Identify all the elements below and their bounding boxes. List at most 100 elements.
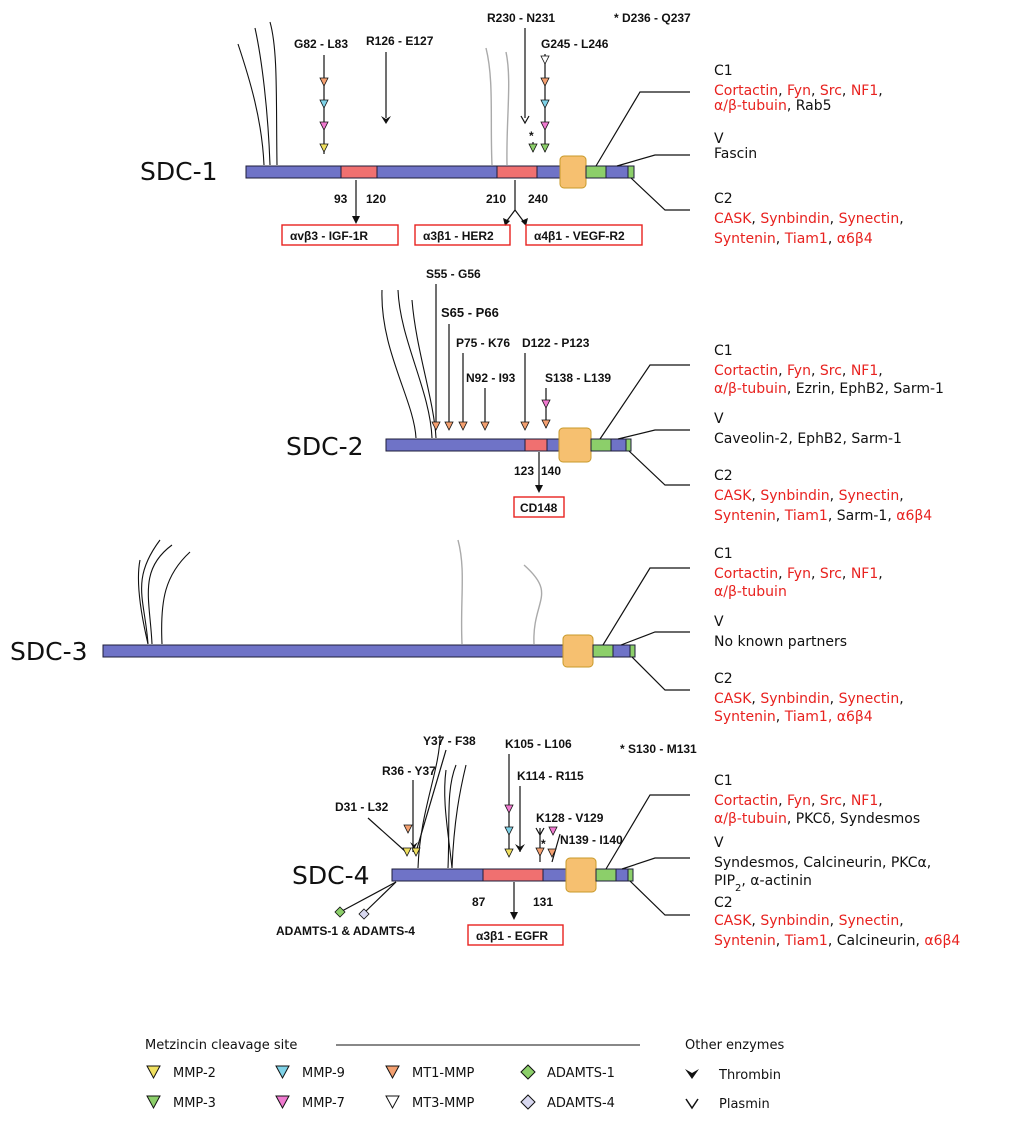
partner-name: , bbox=[751, 211, 760, 227]
partner-line: α/β-tubuin, Ezrin, EphB2, Sarm-1 bbox=[714, 381, 944, 397]
gag-chain bbox=[486, 48, 492, 165]
mt1-mmp-marker bbox=[320, 78, 328, 86]
partner-name: NF1 bbox=[851, 793, 878, 809]
c2-connector bbox=[632, 657, 690, 690]
mmp-7-legend-icon bbox=[276, 1096, 289, 1108]
partner-name: , bbox=[842, 363, 851, 379]
partner-name: CASK bbox=[714, 211, 752, 227]
partner-line: Caveolin-2, EphB2, Sarm-1 bbox=[714, 431, 902, 447]
legend-title-other: Other enzymes bbox=[685, 1038, 784, 1053]
partner-name: Fyn bbox=[787, 566, 811, 582]
partner-name: , bbox=[830, 691, 839, 707]
partner-name: Syntenin bbox=[714, 508, 776, 524]
legend-label: ADAMTS-1 bbox=[547, 1066, 615, 1081]
cleavage-site-label: N139 - I140 bbox=[560, 833, 623, 847]
c1-domain-label: C1 bbox=[714, 773, 733, 789]
partner-name: , bbox=[811, 566, 820, 582]
partner-name: Cortactin bbox=[714, 566, 778, 582]
residue-number: 93 bbox=[334, 192, 348, 206]
gag-chain bbox=[238, 44, 264, 165]
partner-name: , PKCδ, Syndesmos bbox=[787, 811, 920, 827]
cleavage-site-label: Y37 - F38 bbox=[423, 734, 476, 748]
arrow-head bbox=[352, 216, 360, 224]
partner-line: CASK, Synbindin, Synectin, bbox=[714, 691, 904, 707]
partner-name: CASK bbox=[714, 488, 752, 504]
c1-domain-label: C1 bbox=[714, 63, 733, 79]
partner-name: , bbox=[811, 83, 820, 99]
mmp-7-marker bbox=[541, 122, 549, 130]
c2-connector bbox=[630, 881, 690, 915]
v-domain-sdc1 bbox=[606, 166, 628, 178]
v-connector bbox=[617, 155, 690, 166]
partner-line: CASK, Synbindin, Synectin, bbox=[714, 211, 904, 227]
v-domain-label: V bbox=[714, 835, 724, 851]
mmp-9-marker bbox=[320, 100, 328, 108]
partner-name: Cortactin bbox=[714, 83, 778, 99]
partner-name: , Rab5 bbox=[787, 98, 832, 114]
partner-line: Syntenin, Tiam1, α6β4 bbox=[714, 231, 873, 247]
binding-region-sdc1-b bbox=[497, 166, 537, 178]
mmp-2-marker bbox=[320, 144, 328, 152]
shedding-arrow bbox=[506, 180, 515, 222]
partner-name: Synbindin bbox=[760, 488, 829, 504]
partner-lists: C1Cortactin, Fyn, Src, NF1,α/β-tubuin, R… bbox=[714, 63, 960, 949]
binding-region-sdc2 bbox=[525, 439, 547, 451]
mt1-mmp-marker bbox=[404, 825, 412, 833]
cleavage-site-label: G82 - L83 bbox=[294, 37, 348, 51]
residue-number: 123 bbox=[514, 464, 534, 478]
partner-name: Syntenin bbox=[714, 231, 776, 247]
partner-name: , bbox=[811, 793, 820, 809]
cleavage-site-label: D31 - L32 bbox=[335, 800, 389, 814]
transmembrane-sdc3 bbox=[563, 635, 593, 667]
gag-chain bbox=[162, 552, 190, 644]
partner-name: Synbindin bbox=[760, 211, 829, 227]
protein-name-sdc2: SDC-2 bbox=[286, 432, 364, 461]
receptor-label: CD148 bbox=[520, 501, 558, 515]
transmembrane-sdc1 bbox=[560, 156, 586, 188]
partner-name: α6β4 bbox=[837, 231, 873, 247]
partner-name: α/β-tubuin bbox=[714, 98, 787, 114]
c2-domain-sdc2 bbox=[626, 439, 631, 451]
partner-name: CASK bbox=[714, 913, 752, 929]
residue-number: 87 bbox=[472, 895, 486, 909]
partner-name: , Sarm-1, bbox=[828, 508, 896, 524]
gag-chain bbox=[458, 540, 462, 644]
cleavage-site-label: S65 - P66 bbox=[441, 305, 499, 320]
mmp-9-marker bbox=[541, 100, 549, 108]
partner-name: , bbox=[751, 913, 760, 929]
partner-name: Tiam1 bbox=[784, 508, 828, 524]
cleavage-site-label: S55 - G56 bbox=[426, 267, 481, 281]
mmp-9-marker bbox=[505, 827, 513, 835]
cleavage-site-label: G245 - L246 bbox=[541, 37, 609, 51]
partner-name: , bbox=[776, 709, 785, 725]
partner-name: Tiam1 bbox=[784, 231, 828, 247]
mmp-3-marker bbox=[541, 144, 549, 152]
partner-name: NF1 bbox=[851, 363, 878, 379]
legend-items: MMP-2MMP-9MT1-MMPADAMTS-1MMP-3MMP-7MT3-M… bbox=[147, 1065, 615, 1111]
adamts-line bbox=[365, 882, 396, 912]
c1-domain-sdc2 bbox=[591, 439, 611, 451]
partner-line: Syntenin, Tiam1, Calcineurin, α6β4 bbox=[714, 933, 960, 949]
protein-name-sdc3: SDC-3 bbox=[10, 637, 88, 666]
plasmin-icon bbox=[686, 1099, 698, 1108]
legend-label: MT1-MMP bbox=[412, 1066, 475, 1081]
partner-name: Synbindin bbox=[760, 691, 829, 707]
star-marker: * bbox=[529, 129, 534, 143]
partner-name: , bbox=[751, 691, 760, 707]
partner-name: , bbox=[830, 211, 839, 227]
partner-name: CASK bbox=[714, 691, 752, 707]
partner-name: , bbox=[778, 83, 787, 99]
transmembrane-sdc4 bbox=[566, 858, 596, 892]
receptor-label: αvβ3 - IGF-1R bbox=[290, 229, 368, 243]
partner-name: α6β4 bbox=[924, 933, 960, 949]
partner-name: , Ezrin, EphB2, Sarm-1 bbox=[787, 381, 944, 397]
adamts-1-marker bbox=[335, 907, 345, 917]
v-domain-sdc2 bbox=[611, 439, 626, 451]
partner-name: , bbox=[878, 793, 882, 809]
partner-line: PIP2, α-actinin bbox=[714, 873, 812, 894]
partner-name: Synectin bbox=[839, 211, 900, 227]
c1-domain-sdc3 bbox=[593, 645, 613, 657]
c1-domain-sdc4 bbox=[596, 869, 616, 881]
mt1-mmp-legend-icon bbox=[386, 1066, 399, 1078]
sdc4-block: SDC-4 Y37 - F38 R36 - Y37 D31 - L32 K105… bbox=[276, 734, 697, 945]
